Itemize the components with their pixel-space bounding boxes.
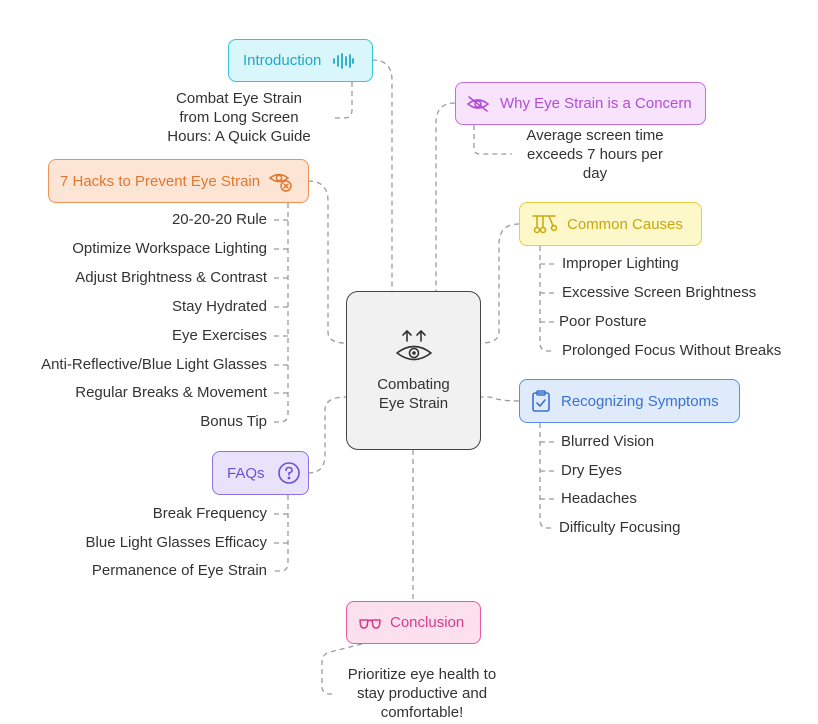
connector-faqs-ticks (274, 513, 288, 544)
connector-introduction-text (334, 82, 353, 119)
connector-symptoms (481, 396, 520, 402)
center-title: Combating Eye Strain (377, 376, 450, 412)
connector-faqs-leaves (274, 495, 289, 572)
causes-label: Common Causes (567, 215, 683, 233)
hack-item: 20-20-20 Rule (171, 211, 267, 228)
connector-causes-ticks (540, 263, 554, 323)
connector-symptoms-ticks (540, 441, 554, 500)
faqs-label: FAQs (227, 464, 265, 482)
connector-hacks (307, 180, 347, 344)
faq-item: Break Frequency (152, 505, 267, 522)
symptoms-label: Recognizing Symptoms (561, 392, 719, 410)
glasses-icon (358, 615, 382, 631)
concern-node[interactable]: Why Eye Strain is a Concern (455, 82, 706, 125)
faq-item: Permanence of Eye Strain (91, 562, 267, 579)
concern-text: Average screen time exceeds 7 hours per … (526, 127, 664, 182)
eye-focus-icon (394, 328, 434, 369)
eye-off-icon (466, 95, 490, 113)
faqs-node[interactable]: FAQs (212, 451, 309, 495)
connector-conclusion-text (321, 643, 363, 695)
introduction-text: Combat Eye Strain from Long Screen Hours… (167, 90, 311, 145)
hack-item: Stay Hydrated (171, 298, 267, 315)
faq-item: Blue Light Glasses Efficacy (85, 534, 267, 551)
sound-wave-icon (331, 52, 355, 70)
cause-item: Improper Lighting (562, 255, 679, 272)
connector-concern (435, 102, 456, 291)
center-node[interactable]: Combating Eye Strain (346, 291, 481, 450)
cause-item: Prolonged Focus Without Breaks (562, 342, 782, 359)
eye-settings-icon (268, 170, 294, 192)
conclusion-node[interactable]: Conclusion (346, 601, 481, 644)
hacks-node[interactable]: 7 Hacks to Prevent Eye Strain (48, 159, 309, 203)
question-circle-icon (277, 461, 301, 485)
connector-hacks-ticks (274, 219, 288, 394)
connector-introduction (371, 59, 393, 291)
symptoms-node[interactable]: Recognizing Symptoms (519, 379, 740, 423)
clipboard-check-icon (531, 389, 551, 413)
connector-concern-text (473, 125, 512, 155)
symptom-item: Difficulty Focusing (559, 519, 681, 536)
conclusion-text: Prioritize eye health to stay productive… (347, 666, 497, 721)
symptom-item: Blurred Vision (561, 433, 655, 450)
symptom-item: Dry Eyes (561, 462, 622, 479)
introduction-node[interactable]: Introduction (228, 39, 373, 82)
causes-node[interactable]: Common Causes (519, 202, 702, 246)
cause-item: Excessive Screen Brightness (562, 284, 757, 301)
connector-symptoms-leaves (539, 423, 552, 529)
hack-item: Anti-Reflective/Blue Light Glasses (41, 356, 267, 373)
pendulum-icon (531, 214, 557, 234)
symptom-item: Headaches (561, 490, 637, 507)
connector-causes-leaves (539, 246, 554, 352)
introduction-label: Introduction (243, 52, 322, 69)
connector-causes (480, 223, 520, 344)
hack-item: Optimize Workspace Lighting (72, 240, 267, 257)
hack-item: Regular Breaks & Movement (75, 384, 267, 401)
hack-item: Eye Exercises (171, 327, 267, 344)
connector-hacks-leaves (274, 203, 289, 423)
concern-label: Why Eye Strain is a Concern (500, 95, 692, 112)
hack-item: Bonus Tip (200, 413, 267, 430)
connector-faqs (307, 396, 347, 474)
cause-item: Poor Posture (559, 313, 647, 330)
hacks-label: 7 Hacks to Prevent Eye Strain (60, 172, 261, 190)
hack-item: Adjust Brightness & Contrast (75, 269, 267, 286)
conclusion-label: Conclusion (390, 614, 465, 631)
